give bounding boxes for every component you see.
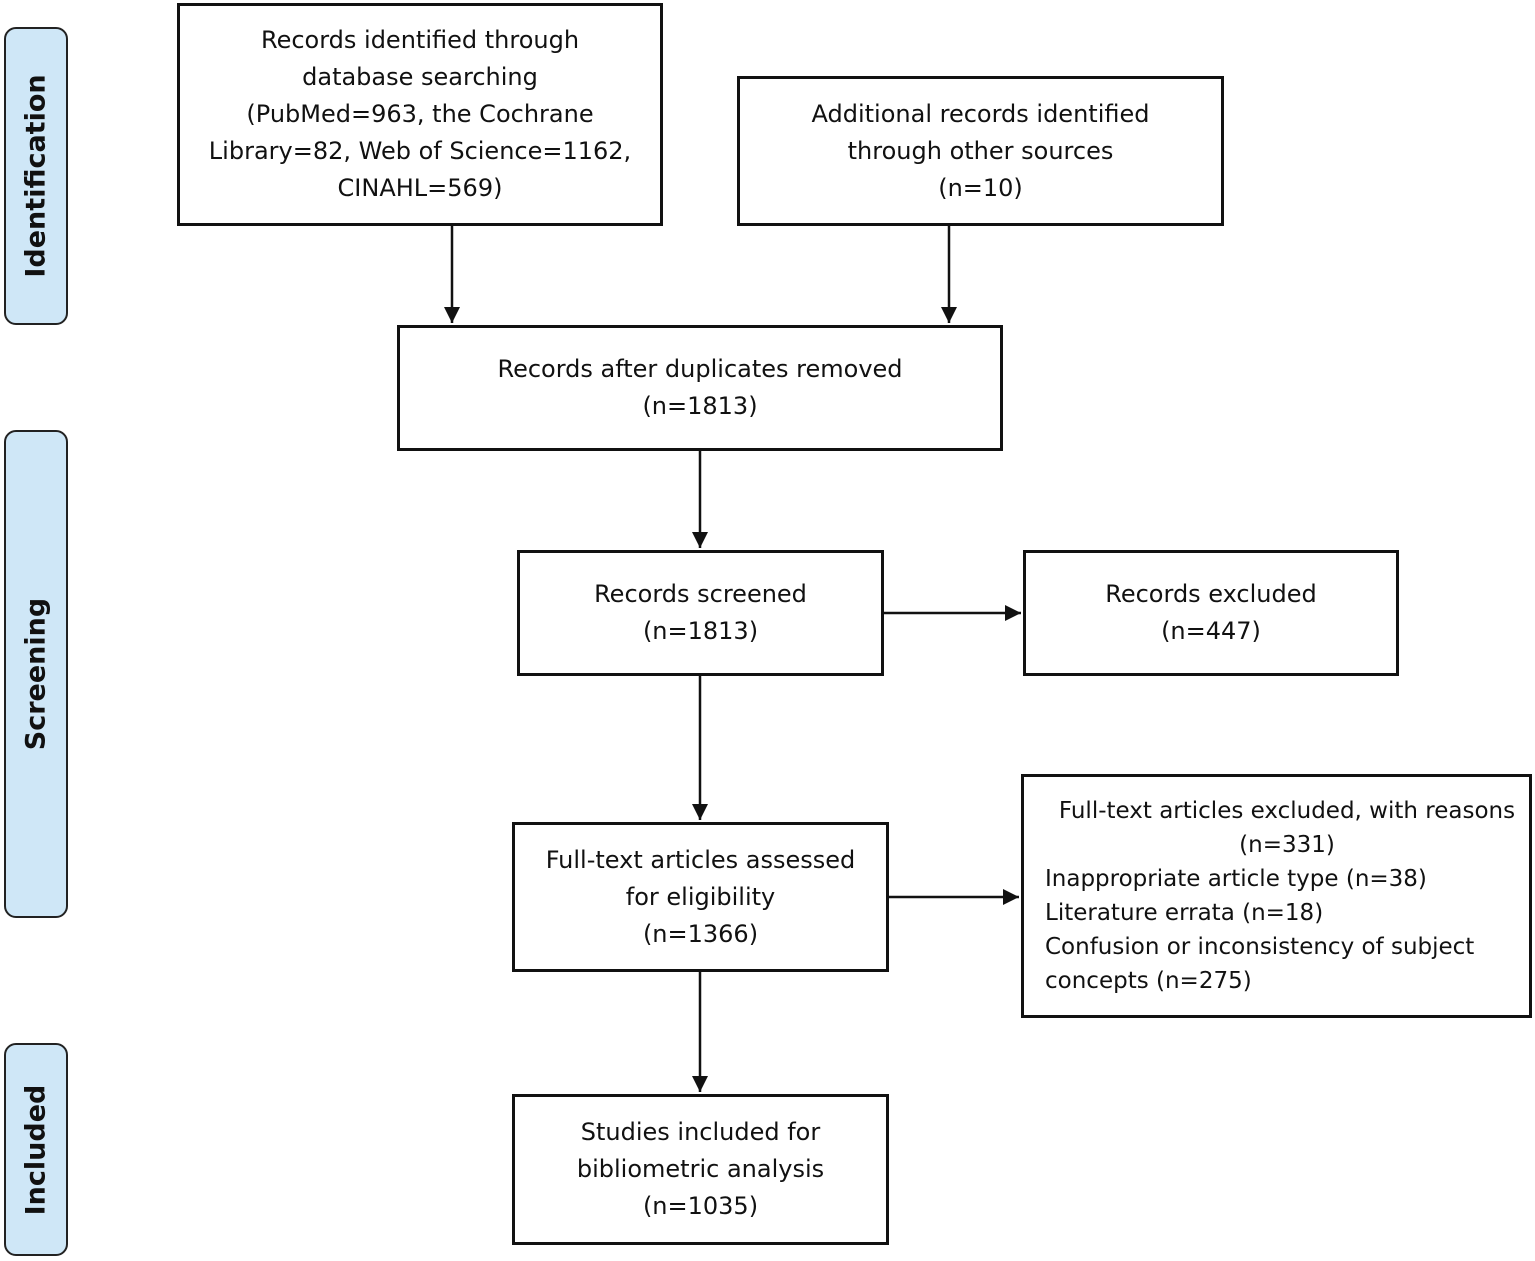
exclusion-reason: Literature errata (n=18)	[1045, 900, 1324, 926]
stage-identification: Identification	[4, 27, 68, 325]
box-other-sources: Additional records identified through ot…	[737, 76, 1224, 226]
box-text-line: Full-text articles excluded, with reason…	[1058, 798, 1516, 824]
box-studies-included: Studies included for bibliometric analys…	[512, 1094, 889, 1245]
box-text-line: (n=10)	[938, 173, 1023, 202]
box-text-line: Full-text articles assessed	[545, 845, 856, 874]
exclusion-reason: Confusion or inconsistency of subject	[1045, 934, 1475, 960]
box-text-line: Library=82, Web of Science=1162,	[208, 137, 632, 165]
box-text-line: Records screened	[594, 580, 807, 608]
box-text-line: Studies included for	[580, 1118, 821, 1146]
box-fulltext-excluded: Full-text articles excluded, with reason…	[1021, 774, 1532, 1018]
box-records-screened: Records screened (n=1813)	[517, 550, 884, 676]
box-text-line: (n=1366)	[642, 919, 759, 948]
box-fulltext-assessed: Full-text articles assessed for eligibil…	[512, 822, 889, 972]
box-records-excluded: Records excluded (n=447)	[1023, 550, 1399, 676]
box-text-line: Records identified through	[260, 26, 580, 54]
box-text-line: (n=331)	[1239, 832, 1335, 858]
stage-included: Included	[4, 1043, 68, 1256]
box-database-searching: Records identified through database sear…	[177, 3, 663, 226]
box-text-line: (PubMed=963, the Cochrane	[246, 100, 594, 128]
box-text-line: for eligibility	[625, 882, 776, 911]
box-text-line: Records after duplicates removed	[497, 355, 903, 383]
exclusion-reason: concepts (n=275)	[1045, 968, 1252, 994]
box-text-line: bibliometric analysis	[576, 1155, 825, 1183]
box-text-line: Additional records identified	[811, 99, 1150, 128]
stage-screening: Screening	[4, 430, 68, 918]
box-text-line: (n=1813)	[642, 617, 759, 645]
box-after-duplicates: Records after duplicates removed (n=1813…	[397, 325, 1003, 451]
box-text-line: through other sources	[847, 136, 1114, 165]
box-text-line: (n=447)	[1161, 617, 1261, 645]
box-text-line: (n=1813)	[642, 392, 758, 420]
box-text-line: Records excluded	[1105, 580, 1317, 608]
box-text-line: database searching	[302, 63, 538, 91]
box-text-line: (n=1035)	[642, 1192, 759, 1220]
box-text-line: CINAHL=569)	[337, 174, 503, 202]
exclusion-reason: Inappropriate article type (n=38)	[1045, 866, 1427, 892]
